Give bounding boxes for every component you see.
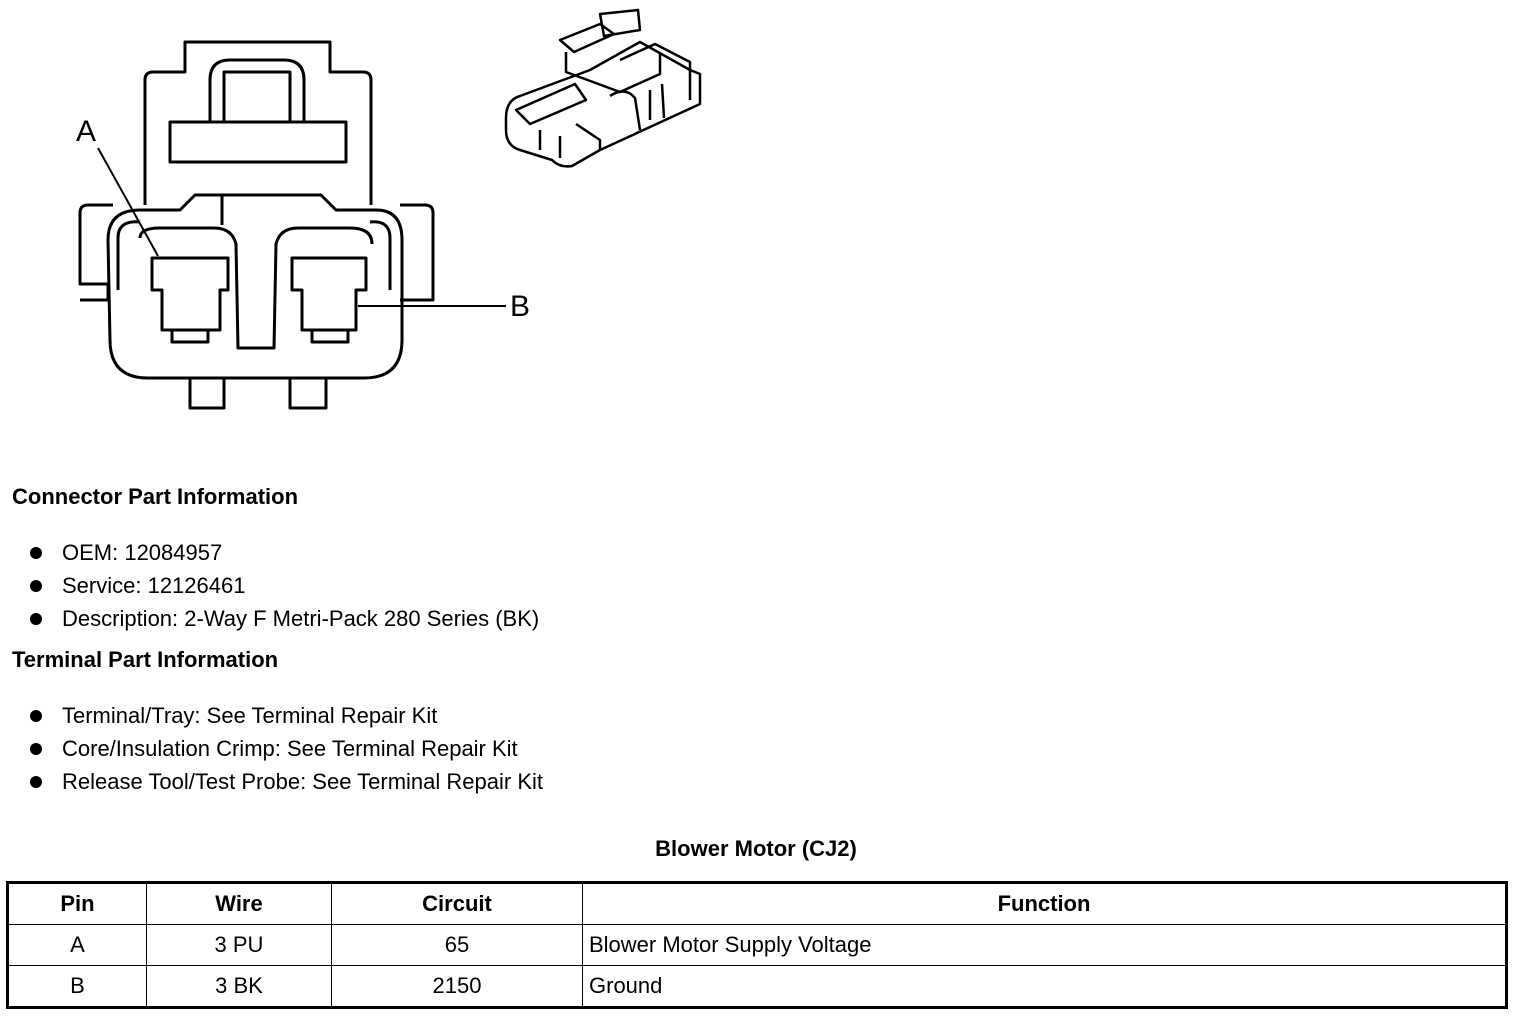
list-item: Service: 12126461: [30, 569, 539, 602]
terminal-info-title: Terminal Part Information: [12, 647, 279, 672]
list-item: Core/Insulation Crimp: See Terminal Repa…: [30, 732, 543, 765]
list-item: Terminal/Tray: See Terminal Repair Kit: [30, 699, 543, 732]
terminal-info-list: Terminal/Tray: See Terminal Repair Kit C…: [30, 699, 543, 798]
bullet-icon: [30, 776, 42, 788]
connector-info-list: OEM: 12084957 Service: 12126461 Descript…: [30, 536, 539, 635]
connector-body: [106, 193, 404, 380]
bullet-icon: [30, 613, 42, 625]
list-item: Description: 2-Way F Metri-Pack 280 Seri…: [30, 602, 539, 635]
column-header-wire: Wire: [146, 882, 332, 925]
column-header-function: Function: [582, 882, 1507, 925]
table-row: B 3 BK 2150 Ground: [7, 965, 1507, 1008]
column-header-pin: Pin: [7, 882, 147, 925]
pin-b-label: B: [510, 290, 530, 323]
connector-housing-outline: [143, 40, 373, 205]
cell-function: Blower Motor Supply Voltage: [582, 924, 1507, 966]
cell-wire: 3 PU: [146, 924, 332, 966]
column-header-circuit: Circuit: [331, 882, 583, 925]
pinout-table: Pin Wire Circuit Function A 3 PU 65 Blow…: [6, 881, 1508, 1009]
pin-a-leader: [97, 147, 159, 257]
connector-isometric-view: [504, 8, 702, 168]
cell-pin: A: [7, 924, 147, 966]
bullet-icon: [30, 710, 42, 722]
cell-wire: 3 BK: [146, 965, 332, 1008]
cell-circuit: 65: [331, 924, 583, 966]
connector-diagram: A B: [76, 8, 702, 410]
cell-circuit: 2150: [331, 965, 583, 1008]
bullet-icon: [30, 547, 42, 559]
list-item: OEM: 12084957: [30, 536, 539, 569]
cell-pin: B: [7, 965, 147, 1008]
cavity-b: [290, 256, 368, 332]
table-row: A 3 PU 65 Blower Motor Supply Voltage: [7, 924, 1507, 966]
list-item: Release Tool/Test Probe: See Terminal Re…: [30, 765, 543, 798]
bullet-icon: [30, 580, 42, 592]
bullet-icon: [30, 743, 42, 755]
table-title: Blower Motor (CJ2): [655, 836, 857, 861]
table-header-row: Pin Wire Circuit Function: [7, 882, 1507, 925]
connector-info-title: Connector Part Information: [12, 484, 299, 509]
pin-a-label: A: [76, 115, 96, 148]
cavity-a: [150, 256, 230, 332]
connector-latch: [168, 120, 348, 164]
cell-function: Ground: [582, 965, 1507, 1008]
